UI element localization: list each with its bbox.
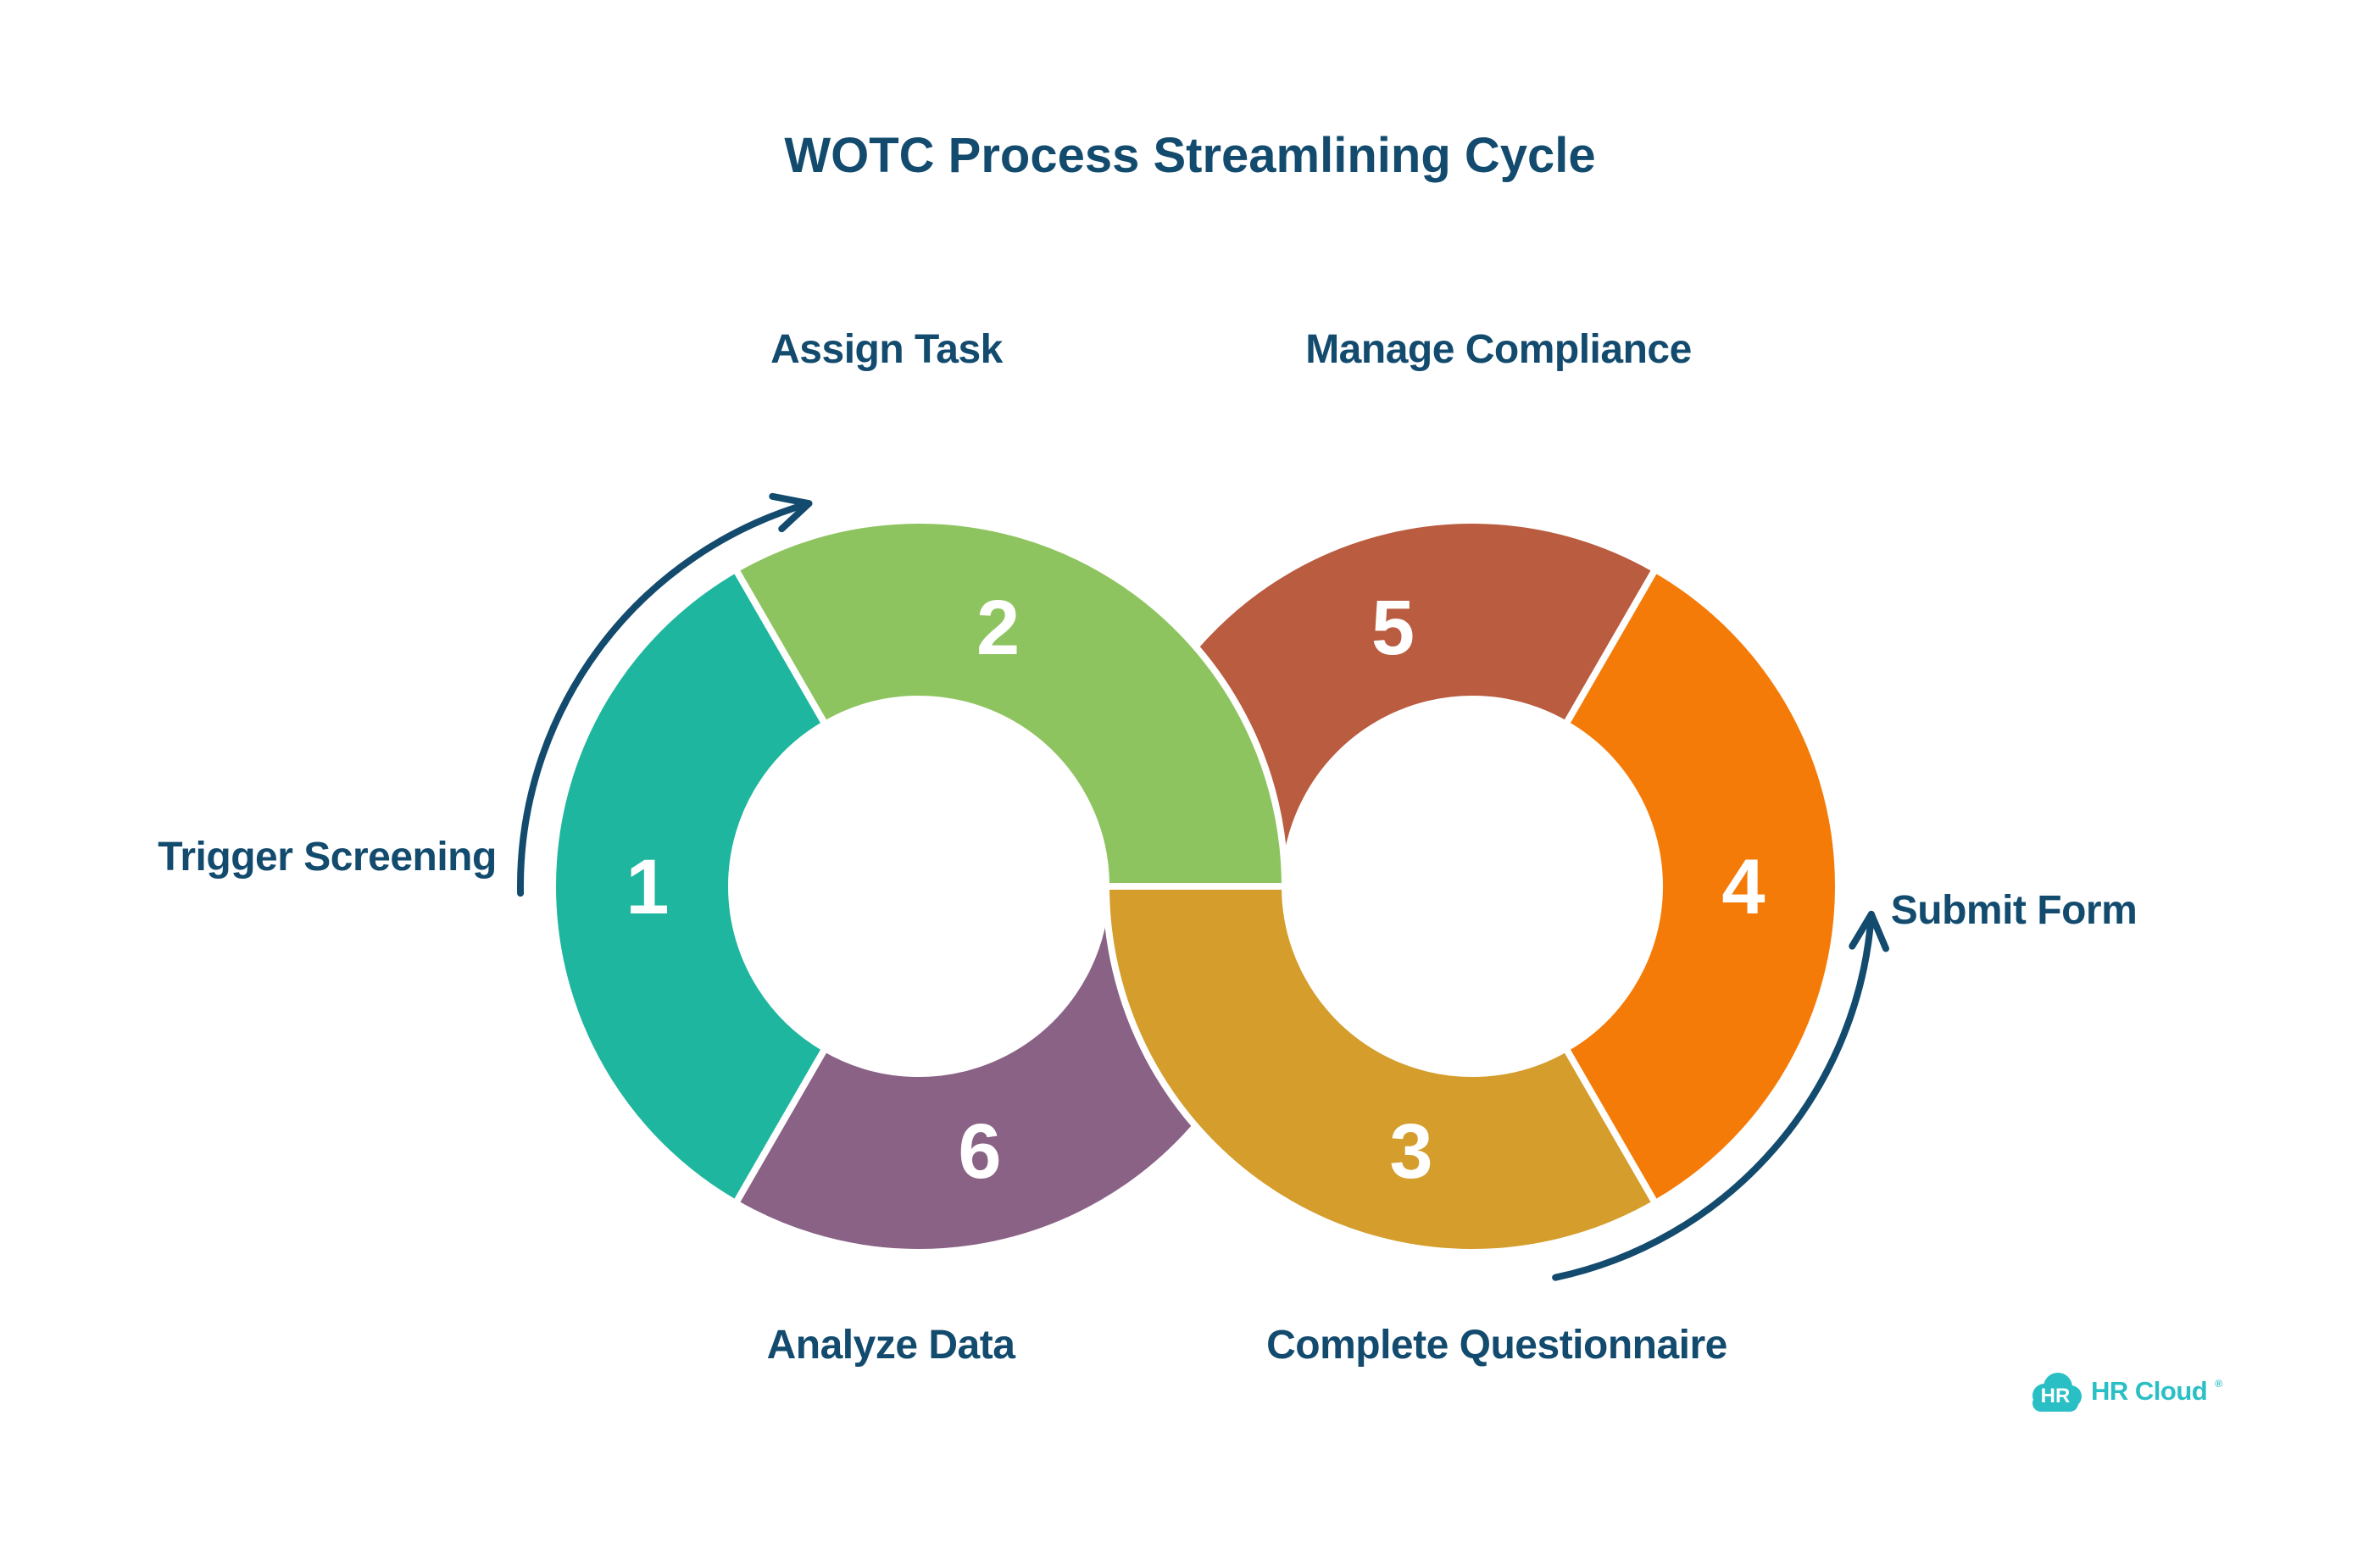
step-label-submit-form: Submit Form <box>1890 888 2138 933</box>
flow-arrow-right <box>1552 910 1875 1281</box>
segment-number-1: 1 <box>626 844 669 930</box>
step-label-assign-task: Assign Task <box>770 327 1003 372</box>
segment-number-2: 2 <box>976 585 1020 671</box>
step-label-complete-questionnaire: Complete Questionnaire <box>1266 1323 1727 1368</box>
flow-arrow-left <box>517 500 813 897</box>
hr-cloud-logo: HR HR Cloud ® <box>2027 1369 2222 1413</box>
segment-number-4: 4 <box>1721 844 1765 930</box>
segment-arc-1 <box>549 565 829 1207</box>
segment-number-5: 5 <box>1371 585 1415 671</box>
segment-number-6: 6 <box>958 1108 1001 1195</box>
step-label-trigger-screening: Trigger Screening <box>158 835 497 880</box>
segment-arc-4 <box>1562 565 1842 1207</box>
cloud-icon: HR <box>2032 1373 2082 1412</box>
segment-number-3: 3 <box>1389 1108 1432 1195</box>
step-label-manage-compliance: Manage Compliance <box>1305 327 1692 372</box>
flow-arrow-left-head <box>769 492 813 533</box>
segment-arc-3 <box>1103 883 1659 1256</box>
page-title: WOTC Process Streamlining Cycle <box>784 128 1596 183</box>
logo-trademark: ® <box>2215 1378 2223 1390</box>
flow-arrow-right-head <box>1849 910 1889 952</box>
cloud-badge-text: HR <box>2041 1385 2071 1407</box>
step-label-analyze-data: Analyze Data <box>766 1323 1015 1368</box>
logo-wordmark: HR Cloud <box>2091 1376 2208 1406</box>
segment-arc-2 <box>732 517 1288 890</box>
